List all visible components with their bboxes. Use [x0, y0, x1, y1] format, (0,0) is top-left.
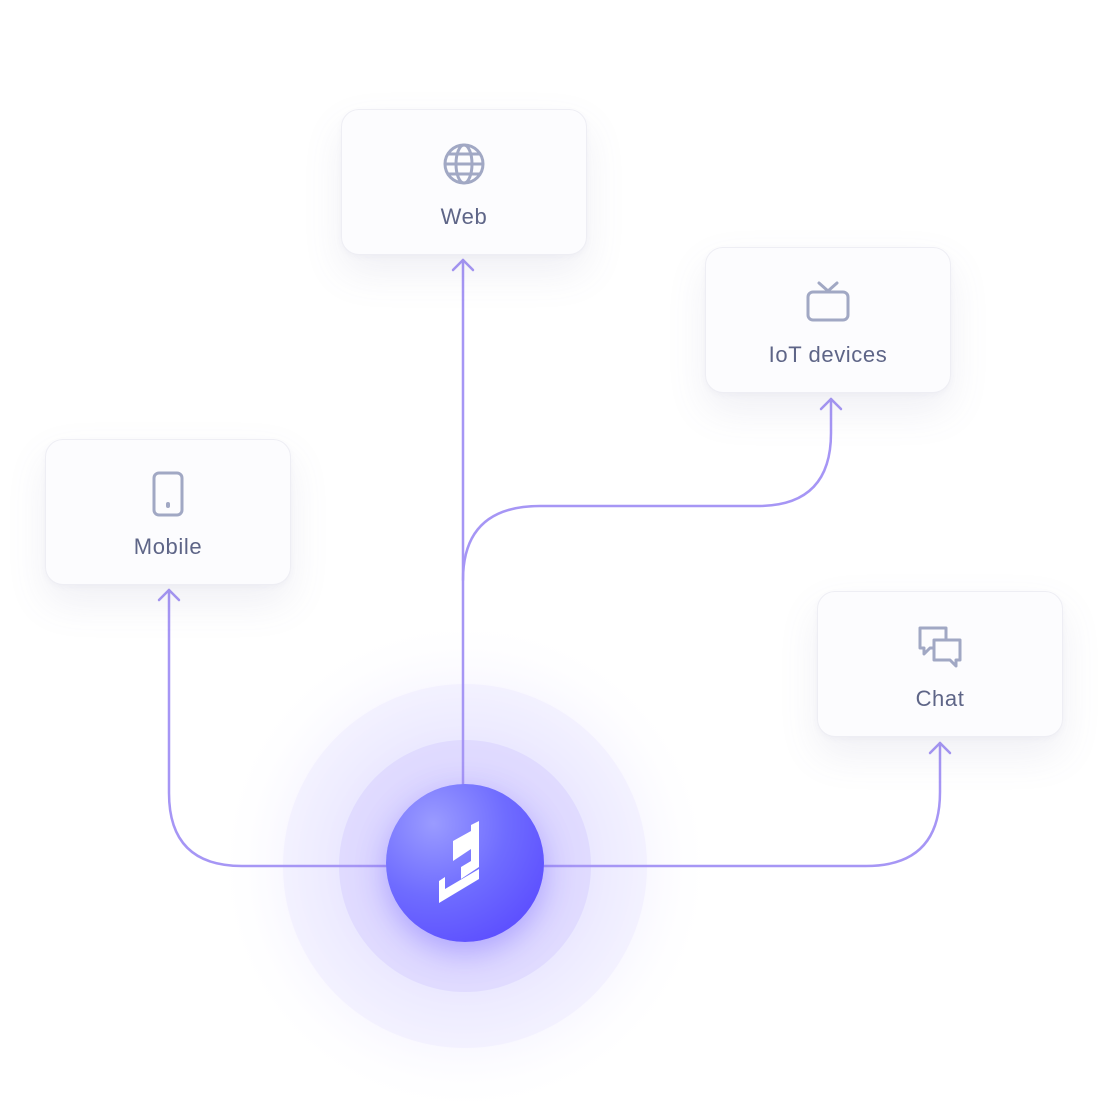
node-label-mobile: Mobile	[133, 534, 203, 559]
hub-node[interactable]	[386, 784, 544, 942]
smartphone-icon	[144, 470, 192, 518]
node-label-iot: IoT devices	[768, 342, 888, 367]
node-card-web[interactable]: Web	[341, 109, 587, 255]
globe-icon	[440, 140, 488, 188]
connector-chat	[461, 741, 942, 868]
arrowhead-iot	[819, 397, 843, 411]
arrowhead-chat	[928, 741, 952, 755]
connector-mobile	[167, 588, 465, 868]
arrowhead-mobile	[157, 588, 181, 602]
connector-iot	[461, 397, 833, 582]
node-card-chat[interactable]: Chat	[817, 591, 1063, 737]
brand-logo-icon	[439, 821, 479, 903]
node-label-web: Web	[440, 204, 488, 229]
tv-icon	[804, 278, 852, 326]
node-card-iot[interactable]: IoT devices	[705, 247, 951, 393]
node-card-mobile[interactable]: Mobile	[45, 439, 291, 585]
node-label-chat: Chat	[915, 686, 965, 711]
arrowhead-web	[451, 258, 475, 272]
chat-bubbles-icon	[916, 622, 964, 670]
